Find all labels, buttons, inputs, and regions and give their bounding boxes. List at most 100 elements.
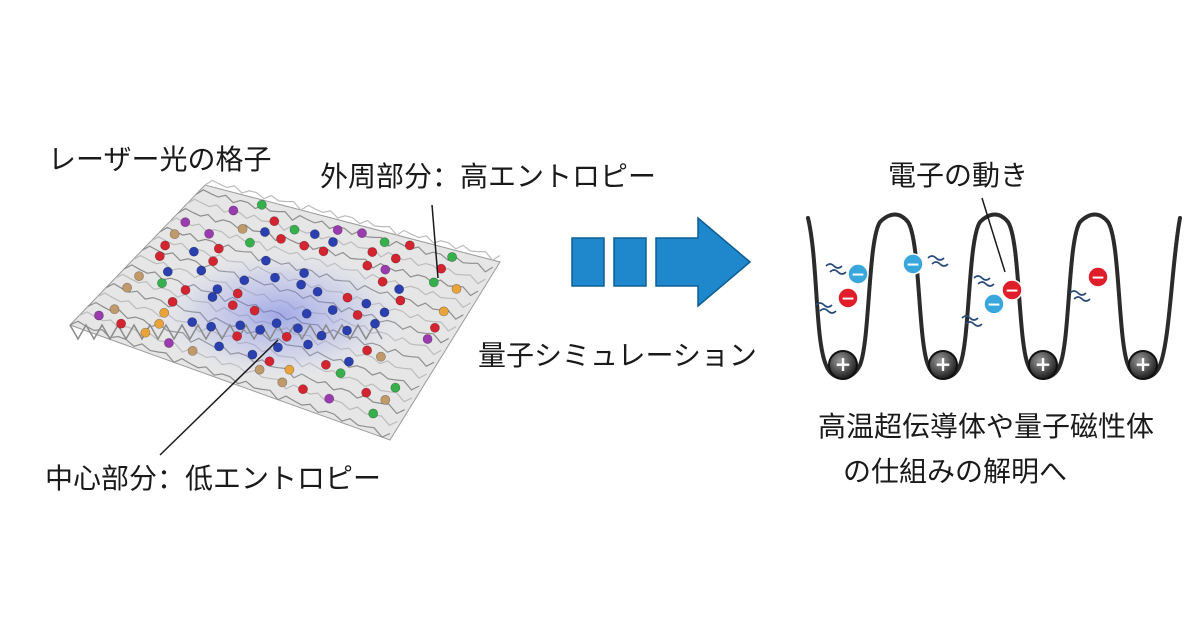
lattice-atom [352, 310, 363, 320]
lattice-atom [422, 334, 433, 344]
lattice-atom [276, 233, 286, 244]
lattice-atom [327, 305, 338, 315]
lattice-atom [228, 205, 239, 216]
ion: + [928, 350, 958, 380]
lattice-atom [380, 394, 391, 405]
lattice-ridge [177, 207, 479, 297]
lattice-atom [271, 318, 282, 329]
lattice-atom [109, 304, 120, 315]
lattice-atom [239, 275, 250, 286]
ion: + [1028, 350, 1058, 380]
lattice-atom [316, 330, 327, 341]
electron-leader-line [981, 197, 1006, 273]
lattice-atom [332, 225, 343, 235]
electron: − [902, 253, 924, 275]
lattice-atom [342, 292, 353, 303]
lattice-atom [284, 364, 295, 375]
simulation-label: 量子シミュレーション [478, 339, 757, 372]
lattice-atom [157, 278, 167, 288]
lattice-atom [116, 318, 126, 329]
lattice-atom [249, 305, 260, 316]
lattice-atom [260, 255, 271, 266]
ion-plus-symbol: + [835, 352, 852, 376]
lattice-atom [270, 272, 280, 283]
lattice-atom [272, 342, 283, 353]
well-curve [806, 212, 1182, 380]
lattice-atom [134, 271, 144, 281]
arrow-head [655, 216, 752, 308]
lattice-atom [122, 282, 132, 293]
lattice-atom [395, 295, 406, 306]
ion-plus-symbol: + [1035, 352, 1052, 376]
lattice-atom [213, 243, 224, 254]
lattice-front-edge [69, 323, 383, 341]
lattice-atom [370, 318, 380, 329]
lattice-atom [212, 284, 223, 294]
lattice-atom [451, 283, 462, 294]
process-arrow [571, 216, 752, 308]
lattice-atom [320, 359, 331, 370]
lattice-atom [394, 284, 404, 295]
lattice-atoms [94, 199, 462, 419]
lattice-atom [167, 296, 178, 307]
lattice-atom [361, 387, 372, 398]
lattice-ridge [195, 189, 494, 273]
lattice-atom [367, 247, 378, 257]
ion-plus-symbol: + [1135, 352, 1152, 376]
lattice-atom [296, 279, 306, 290]
lattice-atom [269, 216, 280, 227]
lattice-atom [303, 339, 313, 350]
lattice-atom [324, 393, 335, 404]
center-entropy-label: 中心部分：低エントロピー [45, 462, 382, 495]
lattice-atom [180, 285, 191, 295]
lattice-atom [298, 384, 308, 395]
outer-leader-line [431, 204, 439, 279]
lattice-atom [362, 260, 373, 271]
lattice-atom [264, 356, 275, 367]
lattice-atom [447, 252, 457, 262]
lattice-atom [94, 310, 104, 321]
outer-entropy-label: 外周部分：高エントロピー [320, 160, 657, 193]
lattice-atom [312, 286, 323, 297]
lattice-atom [335, 368, 346, 379]
lattice-atom [247, 349, 258, 360]
lattice-atom [227, 300, 238, 311]
lattice-atom [277, 377, 288, 388]
lattice-label: レーザー光の格子 [48, 143, 272, 176]
lattice-atom [244, 237, 255, 248]
lattice-atom [196, 265, 207, 276]
lattice-atom [159, 307, 170, 318]
lattice-atom [154, 251, 165, 262]
lattice-atom [361, 298, 372, 309]
lattice-atom [368, 408, 379, 419]
lattice-atom [208, 256, 218, 267]
lattice-atom [188, 246, 199, 257]
lattice-atom [429, 322, 440, 333]
lattice-atom [299, 240, 310, 251]
lattice-atom [206, 321, 216, 332]
lattice-atom [379, 237, 390, 248]
lattice-atom [357, 228, 367, 238]
lattice-atom [328, 237, 338, 247]
lattice-atom [169, 229, 180, 239]
conclusion-line-2: の仕組みの解明へ [843, 455, 1068, 488]
lattice-atom [259, 227, 270, 237]
lattice-atom [154, 318, 165, 329]
electrons: −−−−−− [837, 253, 1109, 315]
lattice-atom [281, 331, 292, 342]
electron: − [1087, 266, 1109, 288]
lattice-atom [362, 345, 372, 356]
lattice-atom [404, 240, 415, 251]
lattice-atom [162, 266, 173, 277]
ion-plus-symbol: + [935, 352, 952, 376]
lattice-atom [254, 364, 265, 375]
lattice-atom [428, 277, 439, 288]
lattice-atom [232, 288, 243, 299]
lattice-atom [237, 223, 248, 234]
center-low-entropy-region [145, 245, 415, 385]
lattice-atom [160, 240, 170, 251]
ion: + [1128, 350, 1158, 380]
potential-wells: ++++ −−−−−− [806, 197, 1182, 380]
lattice-atom [380, 264, 391, 275]
lattice-atom [438, 306, 449, 317]
